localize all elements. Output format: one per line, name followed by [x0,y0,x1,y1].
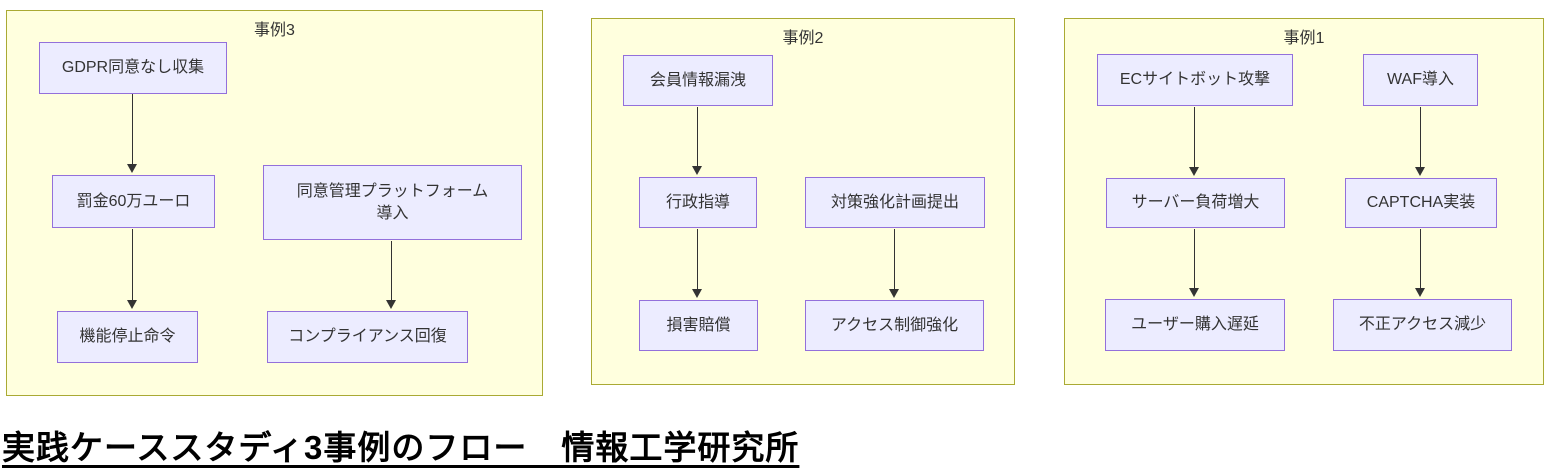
node-reinforcement-plan: 対策強化計画提出 [805,177,985,228]
arrow-platform-to-compliance [386,241,397,309]
arrow-captcha-to-fraud-decrease [1415,229,1426,297]
arrow-guidance-to-damages [692,229,703,298]
node-administrative-guidance: 行政指導 [639,177,757,228]
node-captcha-implementation: CAPTCHA実装 [1345,178,1497,228]
node-compliance-recovery: コンプライアンス回復 [267,311,468,363]
node-fraud-access-decrease: 不正アクセス減少 [1333,299,1512,351]
node-user-purchase-delay: ユーザー購入遅延 [1105,299,1285,351]
node-waf-deployment: WAF導入 [1363,54,1478,106]
node-function-stop-order: 機能停止命令 [57,311,198,363]
arrow-fine-to-stop-order [127,229,138,309]
node-gdpr-collection: GDPR同意なし収集 [39,42,227,94]
arrow-plan-to-access-control [889,229,900,298]
node-ec-bot-attack: ECサイトボット攻撃 [1097,54,1293,106]
diagram-title: 実践ケーススタディ3事例のフロー 情報工学研究所 [2,429,800,466]
node-server-load-increase: サーバー負荷増大 [1106,178,1285,228]
arrow-server-load-to-delay [1189,229,1200,297]
arrow-waf-to-captcha [1415,107,1426,176]
node-consent-platform: 同意管理プラットフォーム 導入 [263,165,522,240]
node-member-info-leak: 会員情報漏洩 [623,55,773,106]
subgraph-case1-label: 事例1 [1283,30,1325,47]
arrow-gdpr-to-fine [127,94,138,173]
node-damage-compensation: 損害賠償 [639,300,758,351]
subgraph-case3-label: 事例3 [254,22,295,39]
arrow-bot-to-server-load [1189,107,1200,176]
node-access-control-strengthen: アクセス制御強化 [805,300,984,351]
node-fine-600k-euro: 罰金60万ユーロ [52,175,215,228]
arrow-leak-to-guidance [692,107,703,175]
subgraph-case2-label: 事例2 [782,30,824,47]
